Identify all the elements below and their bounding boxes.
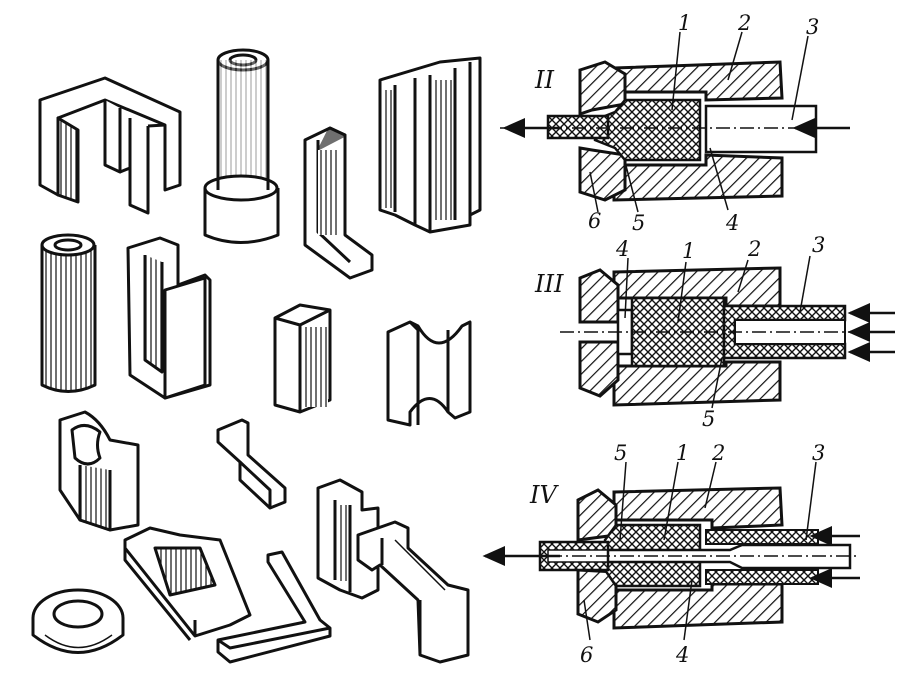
container-upper-ii: [612, 60, 784, 102]
container-lower-iv: [612, 582, 784, 630]
label-iii-4: 4: [615, 237, 629, 261]
part-lobed-profile: [58, 410, 140, 532]
label-iii-2: 2: [747, 237, 761, 261]
part-t-bar: [216, 418, 287, 510]
part-stepped-cylinder: [203, 48, 280, 244]
label-iii-1: 1: [682, 239, 695, 263]
label-iv-4: 4: [675, 643, 689, 667]
part-tube: [40, 233, 97, 393]
container-lower-iii: [612, 360, 782, 407]
label-iv-6: 6: [580, 643, 593, 667]
scheme-ii: II 1 2 3 4 5 6: [500, 11, 850, 235]
part-saddle-profile: [386, 320, 472, 427]
part-double-channel: [38, 76, 182, 215]
label-ii-5: 5: [632, 211, 645, 235]
label-iv-3: 3: [812, 441, 825, 465]
label-ii-3: 3: [806, 15, 819, 39]
part-hex-bar: [273, 303, 332, 414]
sample-parts: [31, 48, 482, 664]
label-iii-5: 5: [702, 407, 715, 431]
label-ii-6: 6: [588, 209, 601, 233]
part-u-channel: [126, 236, 212, 400]
part-l-angle: [216, 550, 332, 664]
ram-iv: [705, 529, 819, 545]
label-ii-2: 2: [737, 11, 751, 35]
part-stepped-flat-bar: [123, 526, 252, 641]
label-iv-1: 1: [676, 441, 689, 465]
label-iv-5: 5: [614, 441, 627, 465]
label-ii-4: 4: [725, 211, 739, 235]
container-lower-ii: [612, 153, 784, 202]
part-angle-bracket: [303, 126, 374, 280]
scheme-roman-ii: II: [534, 66, 554, 94]
scheme-roman-iii: III: [534, 270, 564, 298]
part-long-i-profile: [356, 520, 470, 664]
label-iv-2: 2: [711, 441, 725, 465]
container-upper-iv: [612, 486, 784, 530]
scheme-iii: III 4 1 2 3 5: [534, 233, 895, 431]
die-iii: [578, 268, 620, 398]
part-finned-profile: [378, 56, 482, 234]
label-ii-1: 1: [678, 11, 691, 35]
scheme-roman-iv: IV: [529, 481, 559, 509]
label-iii-3: 3: [812, 233, 825, 257]
part-ring: [31, 588, 125, 654]
billet-ii: [593, 98, 702, 162]
scheme-iv: IV 5 1 2 3 6 4: [482, 441, 860, 667]
